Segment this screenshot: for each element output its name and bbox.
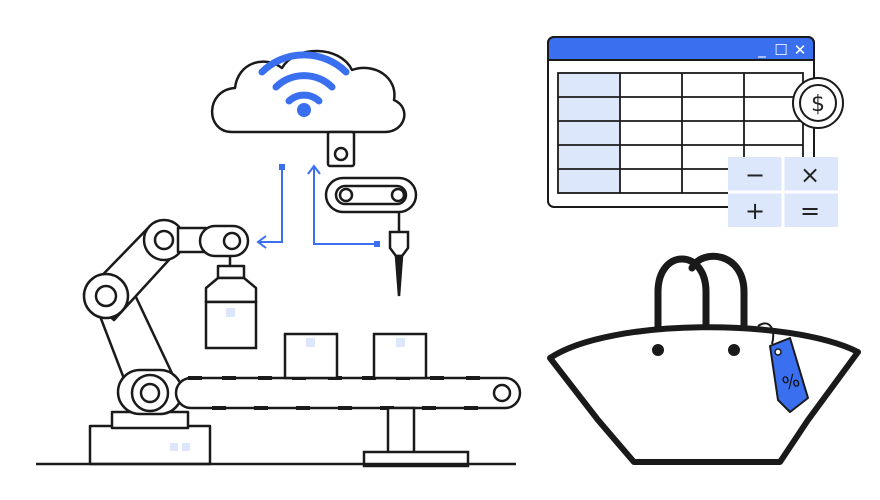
times-key[interactable]: × xyxy=(800,161,820,189)
cloud-shape xyxy=(210,49,406,134)
robotic-arm-icon xyxy=(82,218,258,466)
base-marker xyxy=(182,443,190,451)
spreadsheet-grid xyxy=(557,72,804,194)
dollar-coin-icon: $ xyxy=(792,77,844,129)
equals-key[interactable]: = xyxy=(800,197,820,225)
bag-handle xyxy=(654,255,710,354)
needle-arm-icon xyxy=(324,130,418,297)
base-marker xyxy=(170,443,178,451)
wifi-icon xyxy=(258,51,350,105)
bag-body xyxy=(547,324,861,465)
held-box xyxy=(204,300,258,350)
conveyor-belt-icon xyxy=(174,376,522,468)
price-tag-icon: % xyxy=(757,322,809,413)
shopping-bag-icon xyxy=(547,252,861,465)
minus-key[interactable]: − xyxy=(745,161,765,189)
signal-node xyxy=(279,164,285,170)
conveyor-box xyxy=(372,332,428,380)
tag-symbol: % xyxy=(780,370,803,395)
plus-key[interactable]: + xyxy=(745,197,765,225)
close-icon[interactable]: ✕ xyxy=(794,41,807,59)
coin-symbol: $ xyxy=(811,92,825,117)
minimize-icon[interactable]: _ xyxy=(757,40,766,59)
wifi-dot xyxy=(297,103,311,117)
cloud-wifi-icon xyxy=(210,49,406,134)
bag-handle xyxy=(688,252,748,354)
tag-body xyxy=(769,337,809,413)
calculator-icon: − × + = xyxy=(728,157,838,227)
conveyor-box xyxy=(283,332,339,380)
signal-arrows xyxy=(256,164,376,249)
maximize-icon[interactable]: ☐ xyxy=(774,41,787,59)
signal-node xyxy=(374,241,380,247)
